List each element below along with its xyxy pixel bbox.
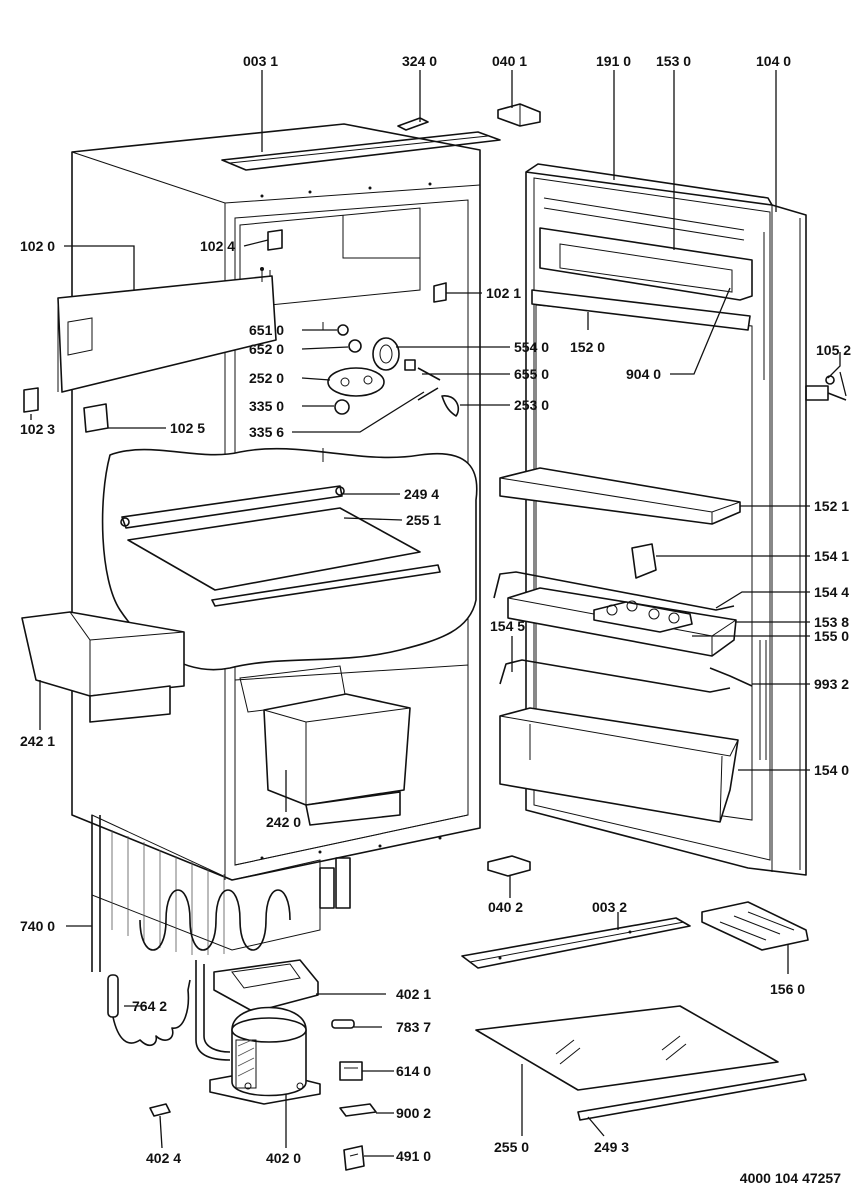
label-105-2: 105 2 [816,342,851,358]
hinge-040-1 [497,103,541,127]
label-040-1: 040 1 [492,53,527,69]
part-labels: 003 1 324 0 040 1 191 0 153 0 104 0 102 … [20,53,851,1166]
label-651-0: 651 0 [249,322,284,338]
label-764-2: 764 2 [132,998,167,1014]
label-652-0: 652 0 [249,341,284,357]
door-switch-part [709,667,753,687]
label-402-1: 402 1 [396,986,431,1002]
bracket-102-5 [83,403,109,433]
leader-lines [30,70,847,1157]
label-040-2: 040 2 [488,899,523,915]
label-154-0: 154 0 [814,762,849,778]
label-402-0: 402 0 [266,1150,301,1166]
label-242-1: 242 1 [20,733,55,749]
door-bin-upper [499,467,741,525]
glass-shelf-upper [120,485,441,607]
compressor [209,1006,321,1105]
label-252-0: 252 0 [249,370,284,386]
label-155-0: 155 0 [814,628,849,644]
label-154-4: 154 4 [814,584,849,600]
label-152-0: 152 0 [570,339,605,355]
label-104-0: 104 0 [756,53,791,69]
top-rail [221,131,501,171]
label-993-2: 993 2 [814,676,849,692]
clip-102-4 [267,229,283,251]
bottle-clip [631,543,657,579]
label-153-8: 153 8 [814,614,849,630]
label-335-0: 335 0 [249,398,284,414]
label-900-2: 900 2 [396,1105,431,1121]
label-154-1: 154 1 [814,548,849,564]
label-156-0: 156 0 [770,981,805,997]
label-102-0: 102 0 [20,238,55,254]
condenser [91,814,351,972]
hinge-105-2 [805,375,847,401]
label-335-6: 335 6 [249,424,284,440]
glass-plate [475,1005,779,1091]
clip-102-1 [433,282,447,303]
label-102-1: 102 1 [486,285,521,301]
compressor-mount [195,959,319,1061]
document-id: 4000 104 47257 [739,1170,841,1186]
label-003-2: 003 2 [592,899,627,915]
label-324-0: 324 0 [402,53,437,69]
part-614-0 [339,1061,363,1081]
label-253-0: 253 0 [514,397,549,413]
label-740-0: 740 0 [20,918,55,934]
label-255-1: 255 1 [406,512,441,528]
door-rail [499,659,731,693]
part-783-7 [331,1019,355,1029]
label-402-4: 402 4 [146,1150,181,1166]
label-152-1: 152 1 [814,498,849,514]
label-003-1: 003 1 [243,53,278,69]
part-900-2 [339,1103,377,1117]
label-491-0: 491 0 [396,1148,431,1164]
door-bin-lower [499,707,739,823]
label-242-0: 242 0 [266,814,301,830]
egg-tray [593,600,693,633]
label-614-0: 614 0 [396,1063,431,1079]
ice-tray [701,901,809,951]
label-154-5: 154 5 [490,618,525,634]
capillary-tube [107,974,191,1047]
part-402-4 [149,1103,171,1117]
crisper-drawer-left [21,611,185,723]
label-255-0: 255 0 [494,1139,529,1155]
label-655-0: 655 0 [514,366,549,382]
part-491-0 [343,1145,365,1171]
shelf-strip [577,1073,807,1121]
label-102-3: 102 3 [20,421,55,437]
label-249-3: 249 3 [594,1139,629,1155]
label-102-5: 102 5 [170,420,205,436]
label-249-4: 249 4 [404,486,439,502]
label-554-0: 554 0 [514,339,549,355]
crisper-drawer-inside [239,665,411,826]
bottom-rail [461,917,691,969]
label-783-7: 783 7 [396,1019,431,1035]
bracket-102-3 [23,387,39,413]
label-153-0: 153 0 [656,53,691,69]
butter-compartment [531,197,753,331]
small-bracket-324 [397,117,429,131]
label-904-0: 904 0 [626,366,661,382]
thermostat-parts [327,324,460,417]
label-102-4: 102 4 [200,238,235,254]
label-191-0: 191 0 [596,53,631,69]
thermostat-cover [57,267,277,393]
hinge-040-2 [487,855,531,877]
